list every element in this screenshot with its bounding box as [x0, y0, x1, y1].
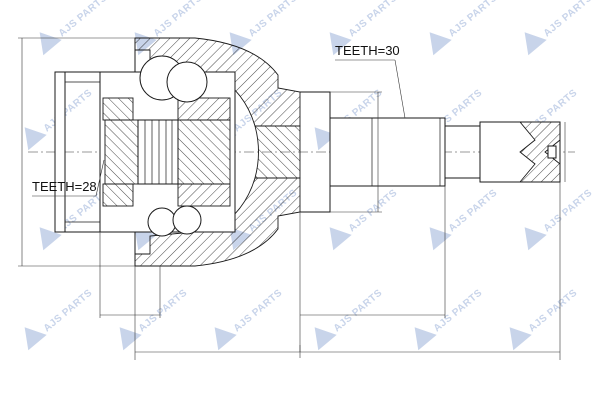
watermark-triangle-icon — [134, 227, 157, 251]
watermark-triangle-icon — [314, 327, 337, 351]
teeth-outer-callout: TEETH=30 — [335, 43, 406, 119]
watermark-logo: AJS PARTS — [329, 187, 400, 251]
watermark-text: AJS PARTS — [542, 187, 595, 234]
dimension-lines — [18, 37, 566, 360]
watermark-triangle-icon — [524, 32, 547, 56]
teeth-inner-callout: TEETH=28 — [32, 159, 105, 197]
watermark-text: AJS PARTS — [232, 287, 285, 334]
watermark-text: AJS PARTS — [447, 0, 500, 39]
teeth-outer-label: TEETH=30 — [335, 43, 400, 58]
watermark-triangle-icon — [329, 32, 352, 56]
watermark-triangle-icon — [414, 327, 437, 351]
ball-cage-assembly — [99, 55, 236, 237]
watermark-logo: AJS PARTS — [39, 0, 110, 56]
watermark-logo: AJS PARTS — [214, 287, 285, 351]
outer-housing — [134, 37, 331, 267]
watermark-triangle-icon — [429, 227, 452, 251]
watermark-text: AJS PARTS — [542, 0, 595, 39]
watermark-logo: AJS PARTS — [524, 187, 595, 251]
watermark-text: AJS PARTS — [137, 287, 190, 334]
watermark-triangle-icon — [329, 227, 352, 251]
watermark-text: AJS PARTS — [57, 0, 110, 39]
watermark-text: AJS PARTS — [447, 187, 500, 234]
watermark-triangle-icon — [509, 327, 532, 351]
watermark-logo: AJS PARTS — [509, 287, 580, 351]
watermark-logo: AJS PARTS — [429, 187, 500, 251]
watermark-text: AJS PARTS — [332, 287, 385, 334]
watermark-triangle-icon — [39, 227, 62, 251]
watermark-logo: AJS PARTS — [429, 0, 500, 56]
watermark-logo: AJS PARTS — [314, 287, 385, 351]
watermark-logo: AJS PARTS — [24, 287, 95, 351]
watermark-triangle-icon — [214, 327, 237, 351]
watermark-triangle-icon — [119, 327, 142, 351]
watermark-text: AJS PARTS — [152, 0, 205, 39]
watermark-triangle-icon — [39, 32, 62, 56]
output-shaft — [329, 117, 561, 187]
watermark-text: AJS PARTS — [42, 287, 95, 334]
watermark-text: AJS PARTS — [247, 0, 300, 39]
teeth-inner-label: TEETH=28 — [32, 179, 97, 194]
watermark-text: AJS PARTS — [42, 87, 95, 134]
watermark-triangle-icon — [24, 327, 47, 351]
watermark-text: AJS PARTS — [347, 0, 400, 39]
watermark-logo: AJS PARTS — [119, 287, 190, 351]
watermark-triangle-icon — [524, 227, 547, 251]
watermark-triangle-icon — [429, 32, 452, 56]
watermark-text: AJS PARTS — [527, 287, 580, 334]
watermark-text: AJS PARTS — [432, 287, 485, 334]
watermark-logo: AJS PARTS — [524, 0, 595, 56]
watermark-text: AJS PARTS — [347, 187, 400, 234]
watermark-triangle-icon — [24, 127, 47, 151]
